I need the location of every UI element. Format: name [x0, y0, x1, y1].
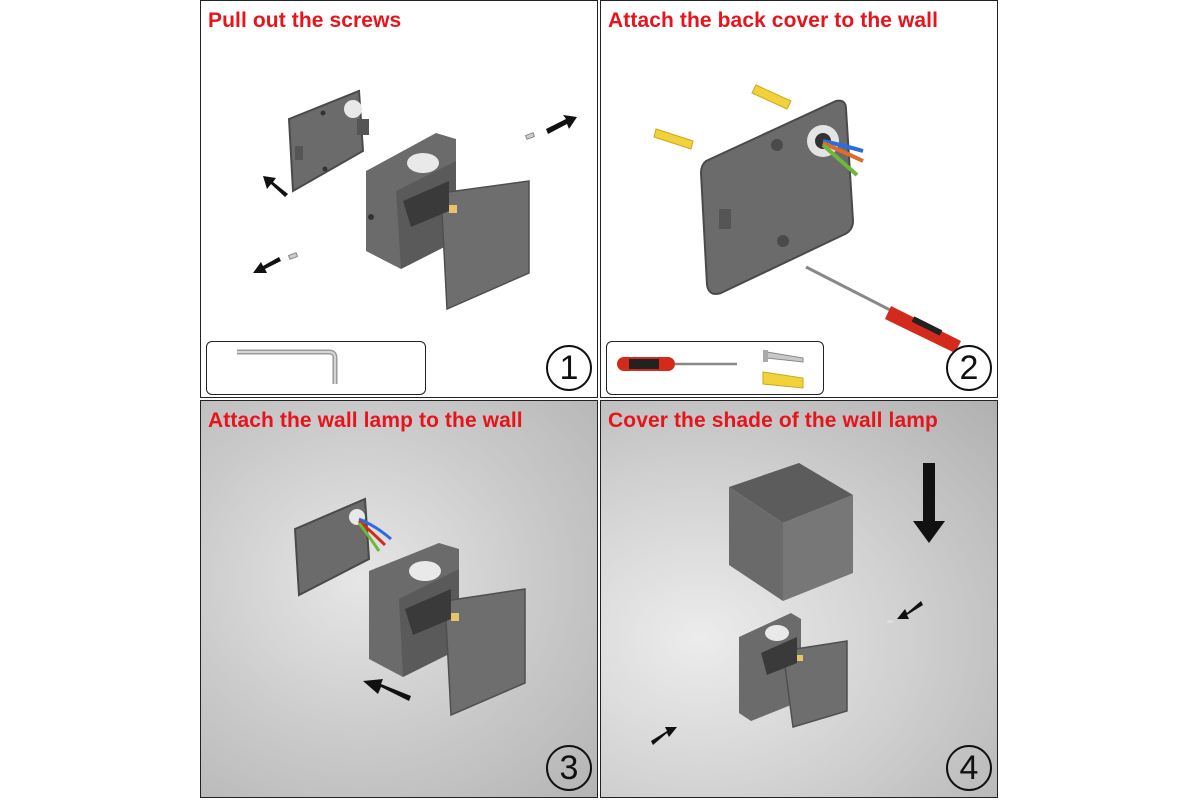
hex-key-icon — [237, 349, 338, 384]
arrows — [253, 115, 577, 273]
step-1-panel: Pull out the screws — [200, 0, 598, 398]
step-4-panel: Cover the shade of the wall lamp — [600, 400, 998, 798]
wall-anchor-icon — [762, 371, 804, 389]
step-1-toolbox — [206, 341, 426, 395]
screw-right — [887, 620, 893, 623]
screw-right — [524, 132, 536, 140]
step-2-panel: Attach the back cover to the wall — [600, 0, 998, 398]
step-4-illustration — [651, 463, 945, 745]
step-3-illustration — [293, 497, 526, 717]
instruction-sheet: Pull out the screws — [200, 0, 1000, 800]
step-1-illustration — [253, 89, 577, 311]
step-1-number: 1 — [546, 345, 592, 391]
screw-icon — [763, 350, 804, 363]
wires — [821, 139, 864, 177]
lamp-shade — [729, 463, 853, 601]
step-2-illustration — [653, 84, 961, 353]
wall-anchor-icon — [653, 84, 792, 150]
lamp-body — [369, 543, 526, 717]
step-2-toolbox — [606, 341, 824, 395]
step-2-title: Attach the back cover to the wall — [608, 9, 939, 32]
lamp-body — [366, 133, 530, 311]
step-3-title: Attach the wall lamp to the wall — [208, 409, 523, 432]
step-2-number: 2 — [946, 345, 992, 391]
lamp-body — [739, 613, 848, 728]
step-4-title: Cover the shade of the wall lamp — [608, 409, 938, 432]
back-cover — [699, 99, 855, 295]
arrows — [651, 463, 945, 745]
screw-left — [679, 724, 685, 727]
step-1-title: Pull out the screws — [208, 9, 402, 32]
screwdriver-icon — [617, 357, 737, 371]
arrow — [363, 679, 411, 701]
back-plate — [293, 497, 392, 597]
step-3-panel: Attach the wall lamp to the wall 3 — [200, 400, 598, 798]
screw-left — [287, 252, 299, 260]
back-plate — [287, 89, 369, 193]
step-3-number: 3 — [546, 745, 592, 791]
step-4-number: 4 — [946, 745, 992, 791]
tools-icons — [617, 350, 804, 389]
screwdriver-icon — [805, 265, 961, 353]
